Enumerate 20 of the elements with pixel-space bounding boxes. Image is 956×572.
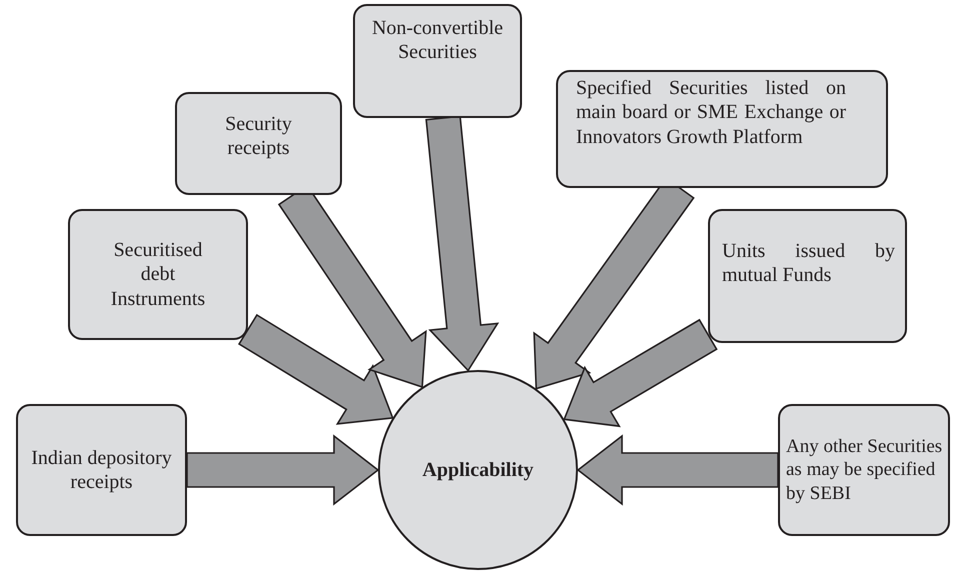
block-arrow [238,314,394,425]
category-label: Security receipts [224,112,293,161]
category-box [778,404,950,536]
category-box [68,209,248,340]
category-label: Any other Securities as may be specified by SEBI [786,435,944,505]
block-arrow [186,434,380,506]
topic-label: Applicability [422,458,534,482]
category-label: Non-convertible Securities [370,16,504,65]
block-arrow [576,434,779,506]
category-box [708,209,907,343]
category-label: Units issued by mutual Funds [722,239,895,288]
category-label: Specified Securities listed on main board or SME Exchange or Innovators Growth Platform [576,76,846,150]
category-label: Securitised debt Instruments [110,238,206,312]
category-box [175,92,342,195]
category-label: Indian depository receipts [30,446,173,494]
block-arrow [425,115,500,372]
block-arrow [563,318,718,428]
category-box [556,70,888,188]
category-box [353,4,522,118]
category-box [16,404,187,536]
